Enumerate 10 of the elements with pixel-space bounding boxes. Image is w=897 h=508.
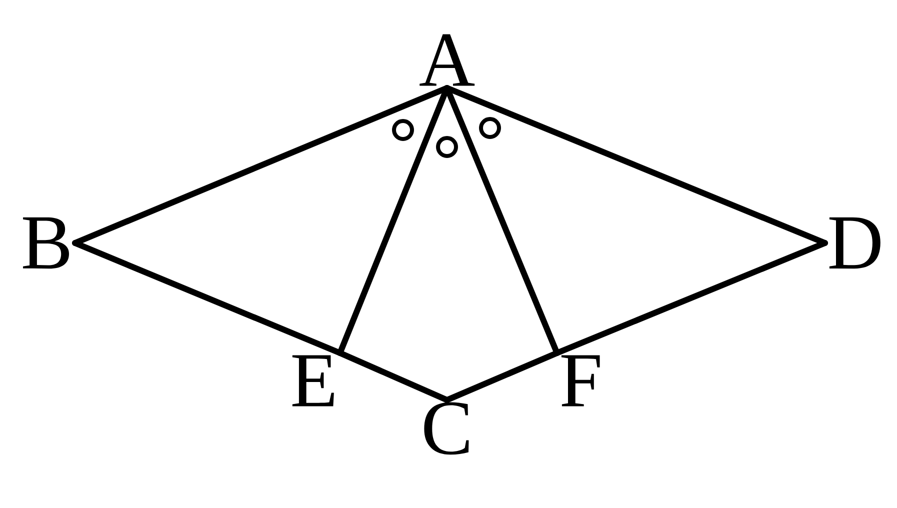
point-label: F — [561, 355, 600, 406]
line-segment — [337, 85, 450, 356]
point-label: E — [292, 355, 334, 406]
line-segment — [337, 350, 450, 403]
point-label: A — [420, 34, 475, 86]
point-label: C — [424, 402, 469, 455]
point-label: D — [829, 217, 880, 269]
line-segment — [444, 350, 560, 403]
line-segment — [444, 85, 560, 356]
point-label: B — [23, 217, 69, 269]
